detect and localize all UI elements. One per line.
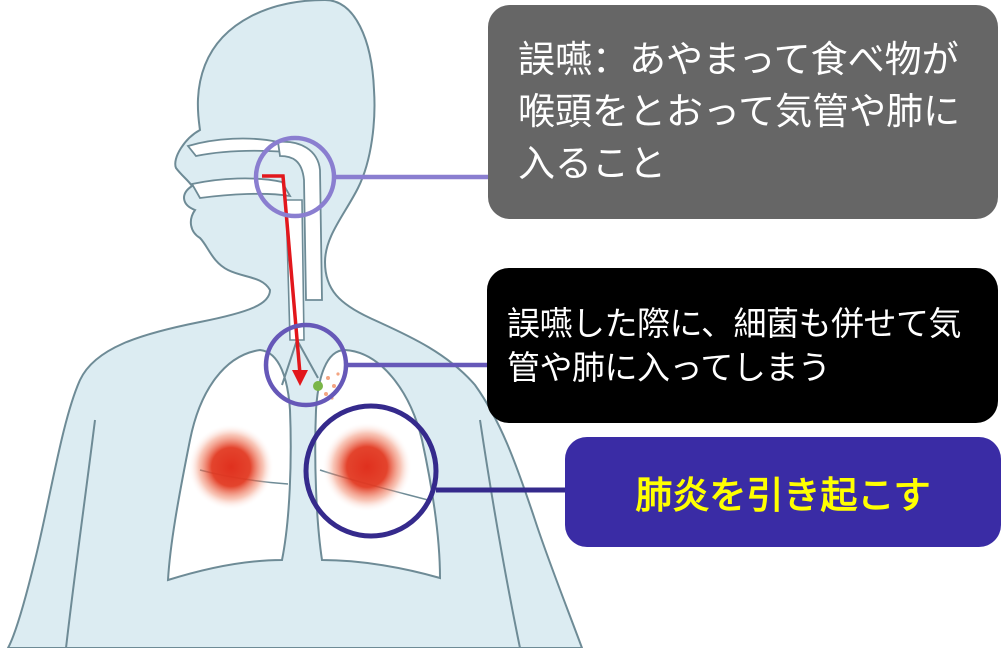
callout-aspiration-definition-text: 誤嚥：あやまって食べ物が喉頭をとおって気管や肺に入ること <box>518 38 961 185</box>
inflammation-spot-left <box>322 422 412 512</box>
aspiration-path <box>262 174 302 375</box>
callout-aspiration-definition: 誤嚥：あやまって食べ物が喉頭をとおって気管や肺に入ること <box>488 5 998 219</box>
aspiration-arrowhead <box>292 370 308 386</box>
callout-pneumonia-text: 肺炎を引き起こす <box>635 474 931 517</box>
bacteria-dot <box>313 381 323 391</box>
callout-bacteria-entry: 誤嚥した際に、細菌も併せて気管や肺に入ってしまう <box>487 268 998 423</box>
callout-bacteria-entry-text: 誤嚥した際に、細菌も併せて気管や肺に入ってしまう <box>507 303 962 387</box>
left-arm-line <box>65 419 96 648</box>
right-arm-line <box>479 419 521 648</box>
oral-cavity <box>190 177 292 199</box>
pharynx <box>276 140 323 301</box>
trachea <box>285 199 305 341</box>
magnifier-lung <box>303 403 439 539</box>
bronchi <box>281 339 319 386</box>
inflammation-spot-right <box>188 424 274 510</box>
callout-pneumonia: 肺炎を引き起こす <box>565 437 1001 547</box>
